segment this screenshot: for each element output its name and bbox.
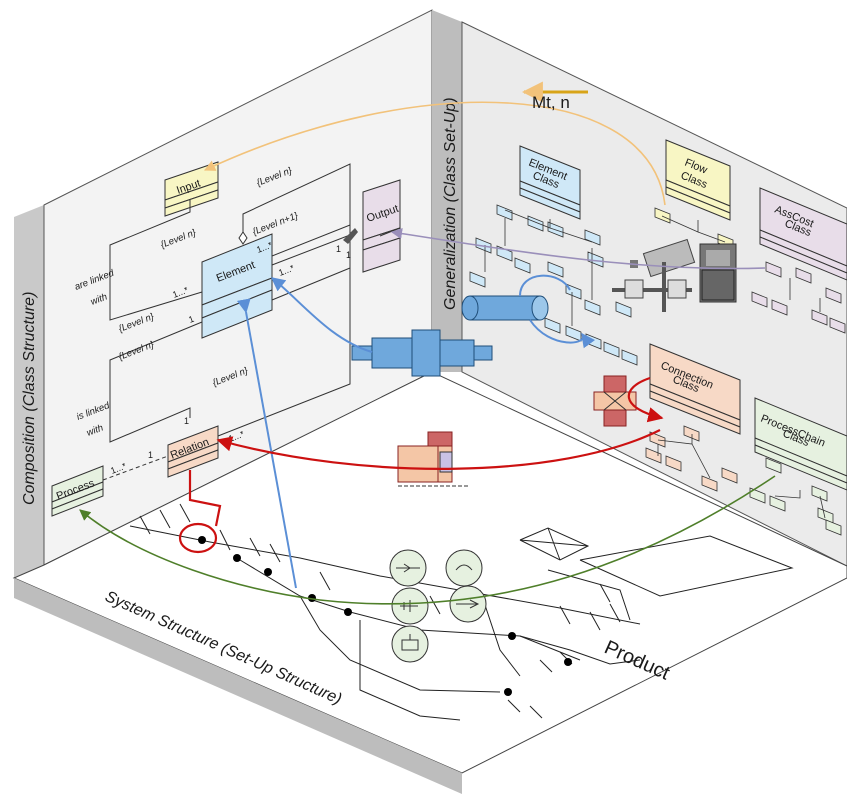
output-connector: [343, 228, 358, 244]
generalization-wall-label: Generalization (Class Set-Up): [442, 97, 459, 310]
blue-floor-arrow: [236, 298, 297, 589]
process-class-box[interactable]: Process: [51, 465, 104, 517]
uml-composition: Input Output Element Relation Pr: [51, 161, 401, 517]
cylinder-part: [461, 295, 549, 321]
asscost-subclass-tree: [751, 261, 846, 334]
blue-cylinder-arrow-2: [529, 319, 596, 349]
floor: [12, 371, 847, 794]
connector-part: [593, 375, 637, 427]
joint-section-part: [397, 431, 470, 487]
element-class-box[interactable]: Element: [201, 233, 273, 339]
process-circles: [389, 549, 487, 663]
uml-association-lines: [102, 163, 401, 481]
mt-n-label: Mt, n: [532, 93, 570, 112]
red-relation-arrow: [216, 429, 661, 470]
red-link-line: [188, 470, 222, 527]
hierarchy-lines: [484, 209, 826, 519]
connection-subclass-tree: [645, 425, 738, 492]
structure-nodes: [198, 536, 572, 696]
blue-cylinder-arrow: [519, 274, 571, 297]
output-class-box[interactable]: Output: [362, 179, 401, 273]
composition-wall-label: Composition (Class Structure): [21, 292, 38, 505]
mult-6: 1: [346, 250, 351, 260]
flow-class-header[interactable]: Flow Class: [665, 139, 731, 221]
arrows: [79, 81, 776, 605]
asscost-class-header[interactable]: AssCost Class: [759, 187, 847, 281]
gearbox-part: [612, 238, 737, 312]
mult-5: 1: [336, 244, 341, 254]
processchain-subclass-tree: [749, 457, 842, 536]
highlight-circle[interactable]: [178, 522, 218, 554]
blue-element-arrow: [270, 277, 373, 353]
shaft-part: [351, 329, 493, 377]
green-process-arrow: [79, 475, 776, 605]
mult-8: 1: [184, 416, 189, 426]
element-class-header[interactable]: Element Class: [519, 145, 581, 220]
red-connection-arrow: [627, 376, 664, 423]
orange-flow-arrow: [203, 101, 666, 206]
mult-10: 1: [148, 450, 153, 460]
lavender-output-arrow: [390, 228, 766, 270]
mult-3: 1: [187, 314, 195, 325]
input-class-box[interactable]: Input: [164, 161, 219, 217]
right-wall: [461, 21, 847, 567]
relation-class-box[interactable]: Relation: [167, 425, 219, 478]
aggregation-diamond: [238, 231, 248, 245]
product-structure-drawing: [129, 503, 794, 721]
